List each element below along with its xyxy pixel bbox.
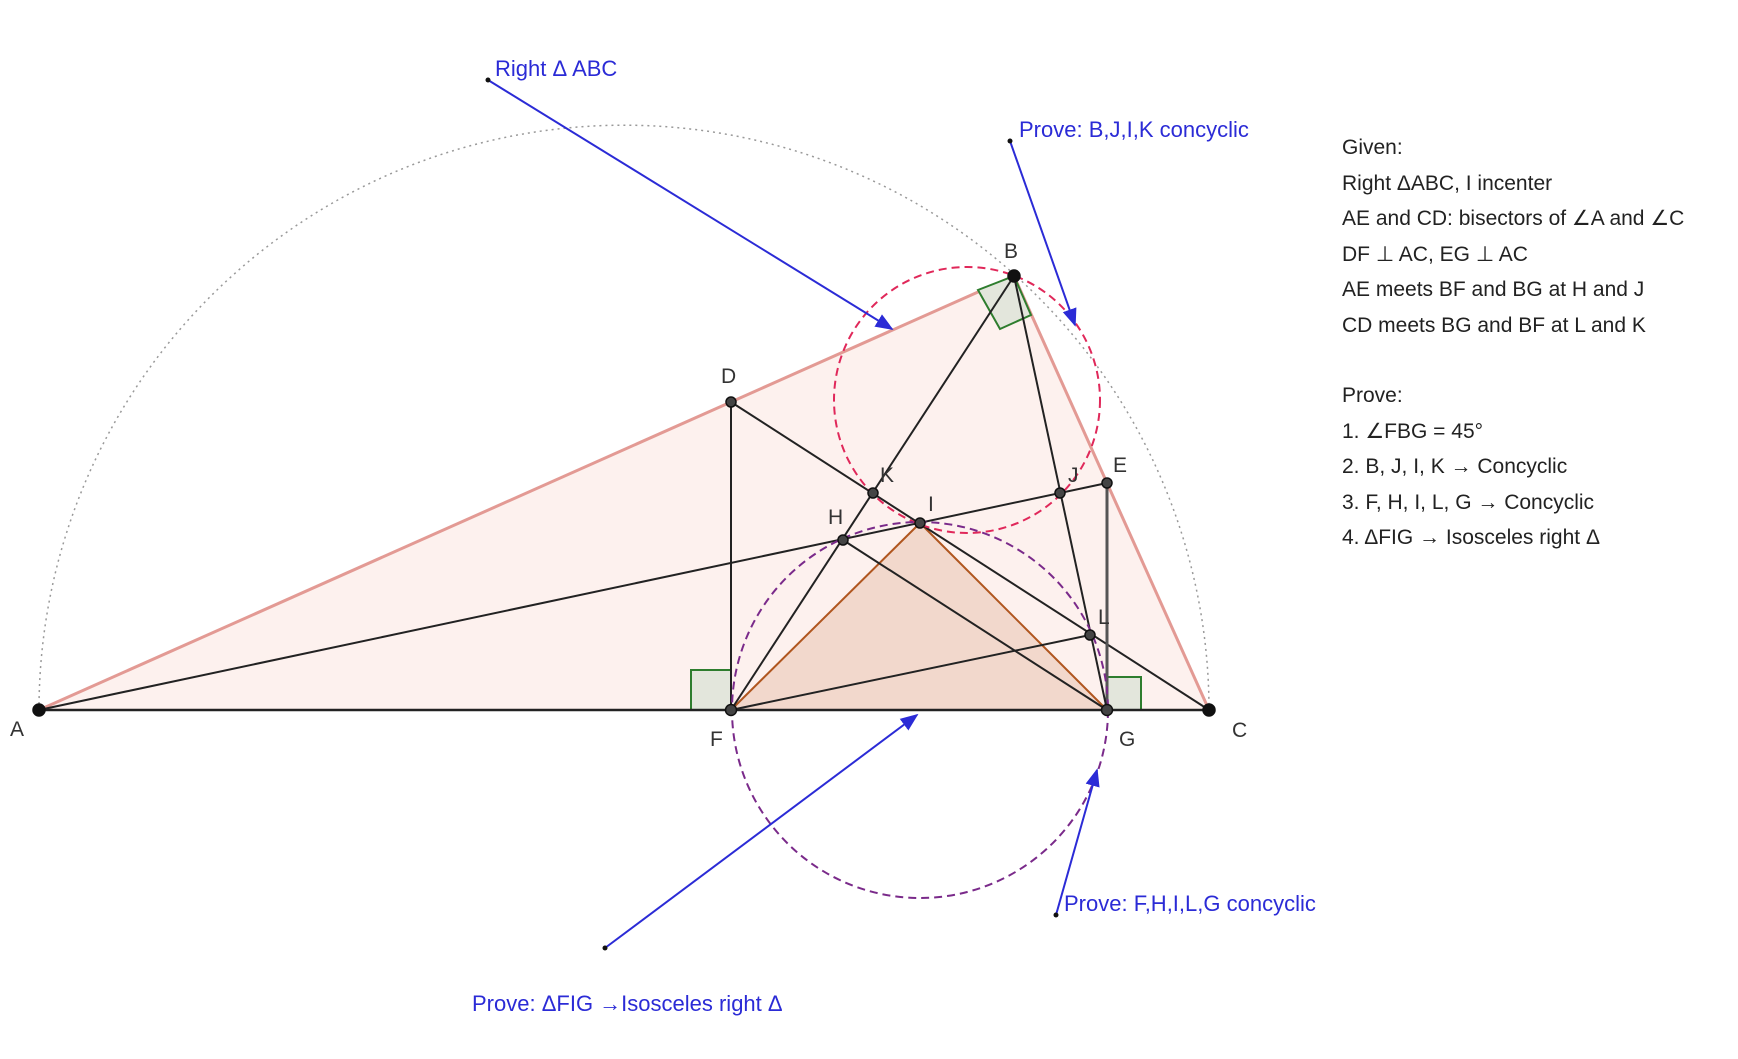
anchor-dot: [1053, 912, 1059, 918]
prove-title: Prove:: [1342, 384, 1403, 407]
annotation-fhilg: Prove: F,H,I,L,G concyclic: [1064, 891, 1316, 916]
segment-hg: [842, 539, 1108, 711]
point-b[interactable]: [1007, 269, 1021, 283]
given-prove-panel: Given: Right ΔABC, I incenter AE and CD:…: [1342, 130, 1684, 556]
bisector-cd: [730, 401, 1210, 711]
circle-bjik: [833, 266, 1101, 534]
label-a: A: [10, 718, 24, 741]
label-h: H: [828, 506, 843, 529]
arrow-right-abc: [487, 79, 894, 330]
point-i[interactable]: [914, 517, 926, 529]
point-k[interactable]: [867, 487, 879, 499]
segment-fi: [730, 522, 921, 711]
bisector-ae: [38, 482, 1108, 711]
arrow-fhilg: [1055, 768, 1100, 916]
point-h[interactable]: [837, 534, 849, 546]
label-i: I: [928, 493, 934, 516]
point-a[interactable]: [32, 703, 46, 717]
point-g[interactable]: [1100, 703, 1114, 717]
point-f[interactable]: [724, 703, 738, 717]
label-c: C: [1232, 719, 1247, 742]
prove-item: 1. ∠FBG = 45°: [1342, 419, 1484, 443]
label-g: G: [1119, 728, 1135, 751]
annotation-fig: Prove: ΔFIG →Isosceles right Δ: [472, 991, 783, 1016]
label-k: K: [880, 464, 894, 487]
triangle-fig: [731, 523, 1107, 710]
given-item: DF ⊥ AC, EG ⊥ AC: [1342, 242, 1528, 266]
point-j[interactable]: [1054, 487, 1066, 499]
segment-fl: [730, 634, 1091, 711]
prove-item: 2. B, J, I, K → Concyclic: [1342, 455, 1568, 478]
annotation-right-abc: Right Δ ABC: [495, 56, 617, 81]
annotation-bjik: Prove: B,J,I,K concyclic: [1019, 117, 1249, 142]
point-e[interactable]: [1101, 477, 1113, 489]
side-bc: [1012, 275, 1211, 711]
given-title: Given:: [1342, 136, 1403, 159]
arrow-fig: [604, 713, 919, 949]
point-d[interactable]: [725, 396, 737, 408]
given-item: AE meets BF and BG at H and J: [1342, 278, 1645, 301]
given-item: CD meets BG and BF at L and K: [1342, 313, 1646, 337]
arrow-bjik: [1009, 140, 1077, 327]
label-d: D: [721, 365, 736, 388]
segment-gi: [919, 522, 1108, 711]
label-f: F: [710, 728, 723, 751]
label-e: E: [1113, 454, 1127, 477]
point-l[interactable]: [1084, 629, 1096, 641]
label-j: J: [1068, 464, 1079, 487]
anchor-dot: [1007, 138, 1013, 144]
given-item: Right ΔABC, I incenter: [1342, 171, 1553, 195]
given-item: AE and CD: bisectors of ∠A and ∠C: [1342, 207, 1685, 230]
anchor-dot: [602, 945, 608, 951]
prove-item: 4. ΔFIG → Isosceles right Δ: [1342, 526, 1600, 549]
point-c[interactable]: [1202, 703, 1216, 717]
circumcircle-arc: [38, 124, 1210, 711]
anchor-dot: [485, 77, 491, 83]
label-l: L: [1098, 606, 1110, 629]
right-angle-g: [1106, 676, 1142, 711]
side-ab: [38, 274, 1015, 712]
prove-item: 3. F, H, I, L, G → Concyclic: [1342, 490, 1595, 514]
label-b: B: [1004, 240, 1018, 263]
right-angle-f: [690, 669, 732, 711]
